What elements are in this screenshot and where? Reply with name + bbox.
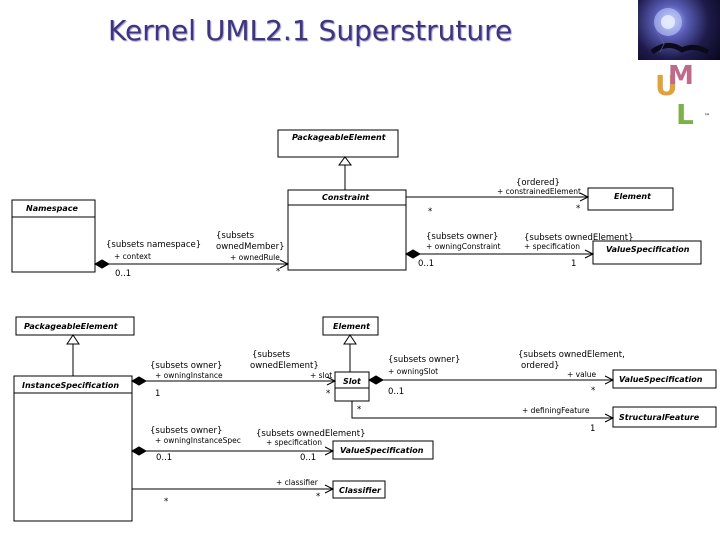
- class-name: PackageableElement: [24, 322, 119, 331]
- class-name: Element: [614, 192, 652, 201]
- constraint-label: {subsets ownedElement}: [256, 429, 366, 439]
- multiplicity-label: 1: [571, 259, 576, 269]
- role-label: + ownedRule: [230, 253, 280, 262]
- class-name: Element: [333, 322, 371, 331]
- class-constraint[interactable]: [287, 189, 407, 271]
- role-label: + owningSlot: [388, 367, 438, 376]
- multiplicity-label: *: [316, 492, 320, 502]
- constraint-label: ownedMember}: [216, 242, 285, 252]
- role-label: + owningConstraint: [426, 242, 501, 251]
- constraint-label: ownedElement}: [250, 361, 319, 371]
- constraint-label: {subsets owner}: [426, 232, 498, 242]
- logo-tm: ™: [704, 113, 710, 120]
- role-label: + context: [114, 252, 151, 261]
- space-picture: [638, 0, 720, 60]
- class-name: PackageableElement: [292, 133, 387, 142]
- class-name: InstanceSpecification: [22, 381, 119, 390]
- role-label: + owningInstance: [155, 371, 223, 380]
- constraint-label: {subsets: [252, 350, 291, 360]
- class-name: ValueSpecification: [619, 375, 703, 384]
- multiplicity-label: *: [326, 389, 330, 399]
- multiplicity-label: 0..1: [418, 259, 434, 269]
- role-label: + owningInstanceSpec: [155, 436, 241, 445]
- constraint-label: {subsets ownedElement,: [518, 350, 625, 360]
- class-packageable-element-bottom[interactable]: [15, 316, 135, 336]
- multiplicity-label: *: [276, 267, 280, 277]
- class-name: Slot: [343, 377, 362, 386]
- class-value-specification-instance[interactable]: [332, 440, 434, 460]
- class-namespace[interactable]: [11, 199, 96, 273]
- role-label: + specification: [524, 242, 580, 251]
- logo-letter-m: M: [668, 61, 694, 91]
- class-name: StructuralFeature: [619, 413, 700, 422]
- role-label: + value: [567, 370, 597, 379]
- class-instance-specification[interactable]: [13, 375, 133, 522]
- constraint-label: {subsets owner}: [150, 426, 222, 436]
- logo-letter-u: U: [655, 69, 678, 102]
- bottom-diagram: [13, 316, 717, 522]
- multiplicity-label: *: [591, 386, 595, 396]
- role-label: + definingFeature: [522, 406, 590, 415]
- logo-letter-l: L: [676, 98, 694, 131]
- constraint-label: {subsets namespace}: [106, 240, 201, 250]
- class-name: Namespace: [26, 204, 78, 213]
- role-label: + classifier: [276, 478, 319, 487]
- multiplicity-label: 0..1: [388, 387, 404, 397]
- top-diagram: [11, 129, 702, 273]
- multiplicity-label: 1: [155, 389, 160, 399]
- multiplicity-label: *: [428, 207, 432, 217]
- constraint-label: {subsets owner}: [150, 361, 222, 371]
- galaxy-illustration: [650, 8, 710, 55]
- constraint-label: {ordered}: [516, 178, 560, 188]
- multiplicity-label: 0..1: [156, 453, 172, 463]
- class-name: Constraint: [322, 193, 370, 202]
- class-structural-feature[interactable]: [612, 406, 717, 428]
- role-label: + specification: [266, 438, 322, 447]
- constraint-label: {subsets: [216, 231, 255, 241]
- class-value-specification-slot[interactable]: [612, 369, 717, 389]
- multiplicity-label: *: [576, 204, 580, 214]
- class-value-specification-top[interactable]: [592, 240, 702, 265]
- class-name: ValueSpecification: [606, 245, 690, 254]
- multiplicity-label: 1: [590, 424, 595, 434]
- multiplicity-label: *: [164, 497, 168, 507]
- class-name: ValueSpecification: [340, 446, 424, 455]
- multiplicity-label: 0..1: [300, 453, 316, 463]
- top-diagram-text: PackageableElement Constraint Element Na…: [26, 133, 690, 279]
- uml-logo: U M L ™: [650, 61, 710, 132]
- constraint-label: ordered}: [521, 361, 560, 371]
- constraint-label: {subsets owner}: [388, 355, 460, 365]
- constraint-label: {subsets ownedElement}: [524, 233, 634, 243]
- role-label: + constrainedElement: [497, 187, 581, 196]
- bottom-diagram-text: PackageableElement Element InstanceSpeci…: [22, 322, 703, 507]
- multiplicity-label: *: [357, 405, 361, 415]
- role-label: + slot: [310, 371, 332, 380]
- class-packageable-element-top[interactable]: [277, 129, 399, 158]
- class-name: Classifier: [339, 486, 382, 495]
- class-element-top[interactable]: [587, 187, 674, 211]
- slide-title: Kernel UML2.1 Superstruture: [108, 14, 513, 47]
- multiplicity-label: 0..1: [115, 269, 131, 279]
